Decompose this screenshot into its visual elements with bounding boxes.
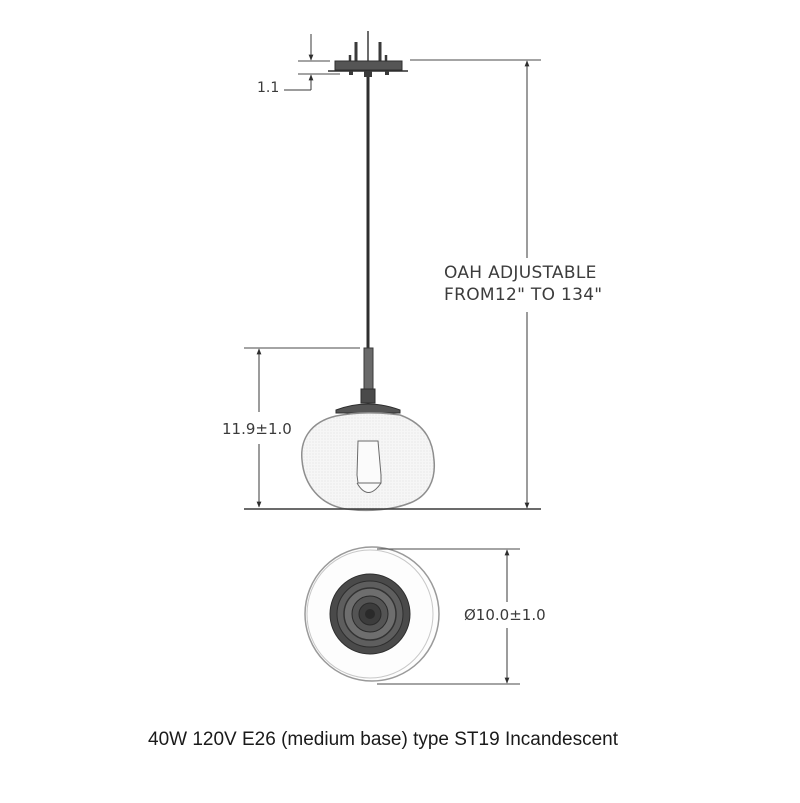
canopy <box>328 31 408 77</box>
oah-label-line1: OAH ADJUSTABLE <box>444 263 597 283</box>
oah-label-line2: FROM12" TO 134" <box>444 285 603 305</box>
bulb <box>356 440 382 493</box>
bulb-spec-caption: 40W 120V E26 (medium base) type ST19 Inc… <box>148 729 618 750</box>
bottom-view <box>304 546 440 682</box>
shade-height-dimension <box>244 347 360 508</box>
shade-height-label: 11.9±1.0 <box>222 420 292 438</box>
canopy-height-label: 1.1 <box>257 80 280 96</box>
overall-height-dimension <box>410 59 541 509</box>
canopy-height-dimension <box>284 34 340 91</box>
diameter-dimension <box>377 548 520 685</box>
shade-diameter-label: Ø10.0±1.0 <box>464 606 546 624</box>
